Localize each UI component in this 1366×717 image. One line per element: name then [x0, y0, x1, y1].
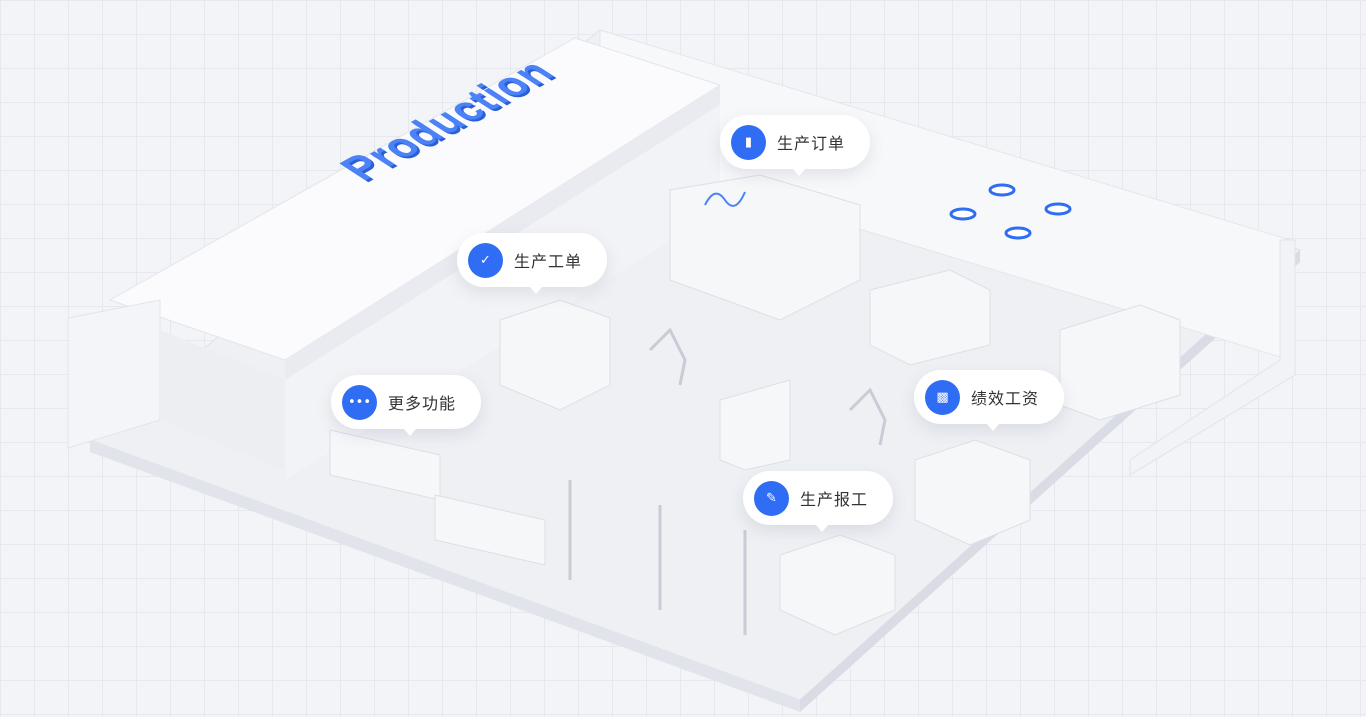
callout-label: 生产工单	[514, 252, 583, 271]
work-order-button[interactable]: ✓ 生产工单	[457, 233, 607, 294]
document-icon: ▮	[731, 124, 766, 160]
callout-label: 生产订单	[777, 134, 846, 153]
callout-label: 更多功能	[388, 394, 457, 413]
wallet-icon: ▩	[925, 379, 960, 415]
more-icon: •••	[342, 384, 377, 420]
production-report-button[interactable]: ✎ 生产报工	[743, 471, 893, 532]
callout-label: 绩效工资	[971, 389, 1040, 408]
checklist-icon: ✓	[468, 242, 503, 278]
callout-label: 生产报工	[800, 490, 869, 509]
edit-icon: ✎	[754, 480, 789, 516]
performance-pay-button[interactable]: ▩ 绩效工资	[914, 370, 1064, 431]
more-features-button[interactable]: ••• 更多功能	[331, 375, 481, 436]
production-order-button[interactable]: ▮ 生产订单	[720, 115, 870, 176]
